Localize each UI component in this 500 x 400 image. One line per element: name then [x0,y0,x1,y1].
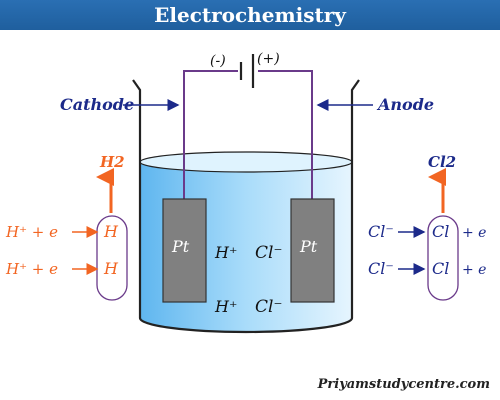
page-title: Electrochemistry [0,0,500,30]
anode-product: Cl [432,222,449,241]
circuit-wire [183,70,313,202]
ion-cation: H⁺ [214,297,237,316]
anode-reaction: Cl2 Cl⁻ Cl + e Cl⁻ Cl + e [368,153,486,301]
anode-product: Cl [432,259,449,278]
anode-label: Anode [376,95,434,114]
chlorine-atoms-group [427,215,459,301]
cathode-electrode-label: Pt [171,237,190,256]
cathode-product: H [103,259,119,278]
cathode-reactant: H⁺ + e [5,260,58,278]
chlorine-gas-label: Cl2 [428,153,456,171]
ion-anion: Cl⁻ [255,243,282,263]
battery-icon [239,54,255,88]
ion-cation: H⁺ [214,243,237,262]
hydrogen-atoms-group [96,215,128,301]
cathode-reaction: H2 H⁺ + e H H⁺ + e H [5,153,128,301]
ion-anion: Cl⁻ [255,297,282,317]
anode-electron: + e [462,262,486,278]
battery-positive-label: (+) [257,51,280,67]
cathode-label: Cathode [60,95,134,114]
electrolysis-diagram: (-) (+) Pt Pt H⁺ Cl⁻ H⁺ Cl⁻ Cathode Anod… [5,51,486,334]
cathode-product: H [103,222,119,241]
anode-electrode-label: Pt [299,237,318,256]
battery-negative-label: (-) [210,53,226,69]
anode-electron: + e [462,225,486,241]
cathode-electrode: Pt [162,198,207,303]
anode-electrode: Pt [290,198,335,303]
hydrogen-gas-label: H2 [99,153,125,171]
anode-reactant: Cl⁻ [368,259,394,278]
anode-reactant: Cl⁻ [368,222,394,241]
beaker [132,79,360,334]
site-watermark: Priyamstudycentre.com [317,377,490,392]
cathode-reactant: H⁺ + e [5,223,58,241]
